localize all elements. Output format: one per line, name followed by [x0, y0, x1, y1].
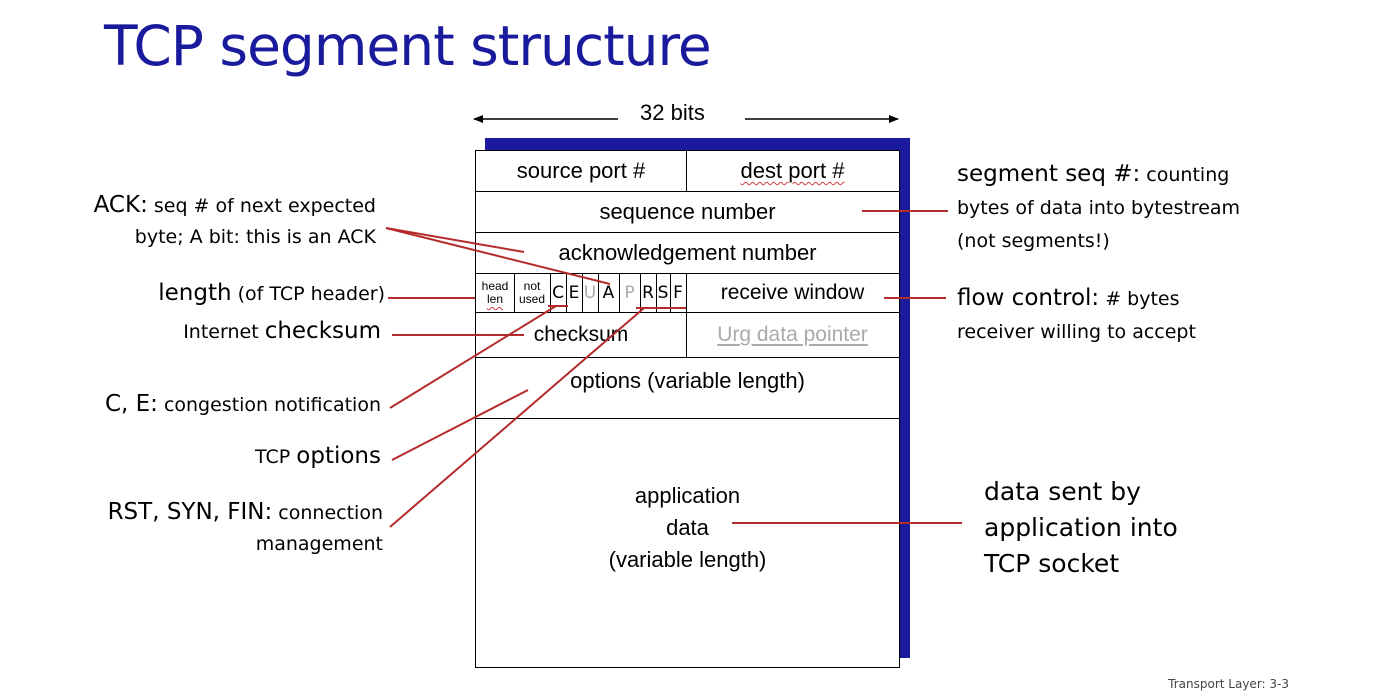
rst-annotation: RST, SYN, FIN: connection management: [108, 497, 383, 559]
divider: [598, 274, 599, 312]
seq-line3: (not segments!): [957, 230, 1110, 252]
divider: [686, 313, 687, 357]
not-used-field: not used: [514, 274, 550, 312]
urg-pointer-field: Urg data pointer: [686, 313, 899, 357]
options-field: options (variable length): [570, 368, 805, 393]
head-len-line2: len: [486, 292, 503, 306]
divider: [686, 151, 687, 191]
rst-leader-diag: [389, 307, 645, 528]
width-label: 32 bits: [640, 100, 705, 125]
flag-p: P: [624, 283, 635, 303]
divider: [686, 274, 687, 312]
ce-leader-diag: [389, 305, 557, 409]
head-len-field: head len: [476, 274, 514, 312]
source-port-field: source port #: [516, 158, 646, 183]
flag-u: U: [583, 283, 597, 303]
app-data-line2: data: [666, 515, 709, 540]
divider: [514, 274, 515, 312]
flow-bold: flow control:: [957, 285, 1100, 311]
sequence-number-field: sequence number: [599, 199, 776, 224]
page-title: TCP segment structure: [104, 14, 712, 78]
divider: [640, 274, 641, 312]
ack-annotation: ACK: seq # of next expected byte; A bit:…: [94, 190, 376, 252]
ce-bold: C, E:: [104, 391, 158, 417]
ack-leader-1: [385, 227, 525, 253]
data-sent-line3: TCP socket: [984, 549, 1120, 578]
divider: [656, 274, 657, 312]
rst-line1: RST, SYN, FIN: connection: [108, 497, 383, 529]
checksum-field: checksum: [533, 323, 629, 346]
port-row: source port # dest port #: [476, 151, 899, 192]
ack-number-field: acknowledgement number: [558, 240, 817, 265]
dest-port-text: dest port #: [740, 158, 845, 183]
seq-line1: segment seq #: counting: [957, 158, 1240, 192]
urg-pointer-text: Urg data pointer: [717, 323, 868, 346]
ce-rest: congestion notification: [157, 394, 381, 416]
divider: [550, 274, 551, 312]
not-used-line2: used: [518, 292, 546, 306]
options-row: options (variable length): [476, 358, 899, 419]
flag-r: R: [642, 283, 654, 303]
segment-seq-annotation: segment seq #: counting bytes of data in…: [957, 158, 1240, 258]
flag-c: C: [552, 283, 564, 303]
application-data-field: application data (variable length): [476, 473, 899, 583]
flags-row: head len not used C E U A P R S F receiv…: [476, 274, 899, 313]
rst-bold: RST, SYN, FIN:: [107, 499, 273, 525]
length-annotation: length (of TCP header): [158, 280, 385, 306]
options-pre: TCP: [255, 446, 297, 468]
seq-rest: counting: [1140, 164, 1230, 186]
segment-diagram: source port # dest port # sequence numbe…: [475, 150, 900, 668]
data-sent-annotation: data sent by application into TCP socket: [984, 474, 1178, 582]
flag-f: F: [673, 283, 683, 303]
internet-checksum-annotation: Internet checksum: [183, 318, 381, 344]
not-used-line1: not: [523, 279, 541, 293]
length-rest: (of TCP header): [231, 283, 385, 305]
sequence-row: sequence number: [476, 192, 899, 233]
divider: [619, 274, 620, 312]
ack-row: acknowledgement number: [476, 233, 899, 274]
data-sent-line2: application into: [984, 513, 1178, 542]
flow-line2: receiver willing to accept: [957, 321, 1196, 343]
divider: [566, 274, 567, 312]
flag-e: E: [568, 283, 580, 303]
options-bold: options: [296, 443, 381, 469]
divider: [670, 274, 671, 312]
data-sent-line1: data sent by: [984, 477, 1141, 506]
ack-rest: seq # of next expected: [147, 195, 376, 217]
seq-line2: bytes of data into bytestream: [957, 197, 1241, 219]
flag-s: S: [657, 283, 669, 303]
options-leader: [391, 389, 529, 461]
receive-window-field: receive window: [720, 281, 865, 304]
dest-port-field: dest port #: [686, 151, 899, 191]
checksum-row: checksum Urg data pointer: [476, 313, 899, 358]
ack-line2: byte; A bit: this is an ACK: [134, 226, 376, 248]
footer-label: Transport Layer: 3-3: [1168, 677, 1289, 691]
ack-bold: ACK:: [93, 192, 148, 218]
length-bold: length: [158, 280, 232, 306]
rst-rest: connection: [272, 502, 383, 524]
flow-line1: flow control: # bytes: [957, 282, 1196, 316]
ack-leader-2: [385, 227, 611, 285]
tcp-options-annotation: TCP options: [255, 443, 381, 469]
app-data-line1: application: [634, 483, 741, 508]
head-len-line1: head: [481, 279, 509, 293]
checksum-bold: checksum: [264, 318, 381, 344]
ack-line1: ACK: seq # of next expected: [94, 190, 376, 222]
divider: [582, 274, 583, 312]
flow-rest: # bytes: [1099, 288, 1180, 310]
ce-annotation: C, E: congestion notification: [105, 391, 381, 417]
flow-control-annotation: flow control: # bytes receiver willing t…: [957, 282, 1196, 349]
seq-bold: segment seq #:: [957, 161, 1141, 187]
rst-line2: management: [255, 533, 383, 555]
app-data-line3: (variable length): [608, 547, 767, 572]
flag-a: A: [602, 283, 615, 303]
checksum-pre: Internet: [183, 321, 265, 343]
